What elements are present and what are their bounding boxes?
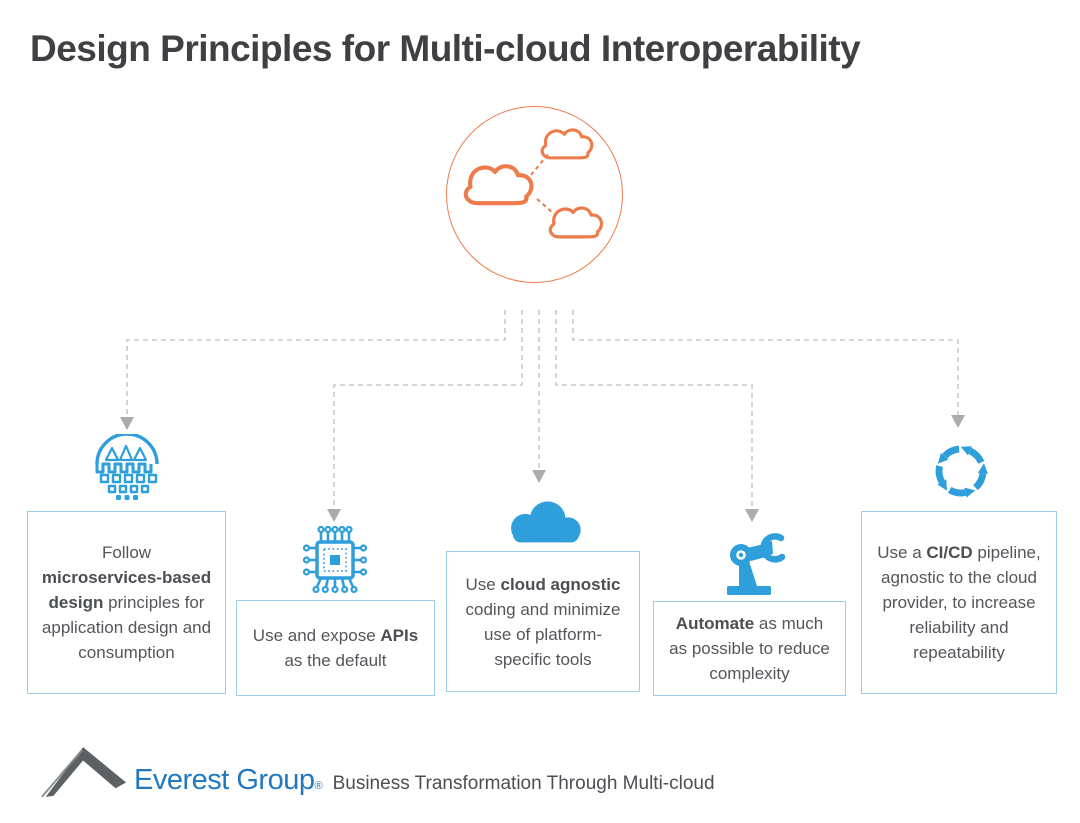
connector-branch-4 xyxy=(555,310,753,509)
automation-robot-arm-icon xyxy=(715,528,786,601)
principle-text: Use a CI/CD pipeline, agnostic to the cl… xyxy=(877,543,1041,662)
footer: Everest Group® Business Transformation T… xyxy=(40,733,715,798)
principle-card-apis: Use and expose APIs as the default xyxy=(236,600,435,696)
arrow-down-icon xyxy=(951,415,965,428)
multi-cloud-hub xyxy=(446,106,623,283)
microservices-globe-icon xyxy=(89,432,165,507)
principle-text: Follow microservices-based design princi… xyxy=(41,543,212,662)
principle-text: Use and expose APIs as the default xyxy=(252,626,419,670)
api-chip-icon xyxy=(302,524,368,599)
cicd-cycle-icon xyxy=(927,438,995,509)
connector-branch-1 xyxy=(126,310,506,417)
registered-mark: ® xyxy=(314,780,323,792)
connector-branch-5 xyxy=(572,310,959,415)
arrow-down-icon xyxy=(532,470,546,483)
principle-text: Use cloud agnostic coding and minimize u… xyxy=(465,574,621,669)
everest-group-logo xyxy=(41,747,127,798)
connector-branch-2 xyxy=(333,310,523,509)
arrow-down-icon xyxy=(745,509,759,522)
multi-cloud-network-icon xyxy=(447,128,604,239)
cloud-icon xyxy=(500,496,590,551)
page-title: Design Principles for Multi-cloud Intero… xyxy=(30,28,861,69)
principle-card-cloud-agnostic: Use cloud agnostic coding and minimize u… xyxy=(446,551,640,692)
footer-tagline: Business Transformation Through Multi-cl… xyxy=(332,773,715,794)
principle-card-microservices: Follow microservices-based design princi… xyxy=(27,511,226,694)
arrow-down-icon xyxy=(327,509,341,522)
principle-card-automate: Automate as much as possible to reduce c… xyxy=(653,601,846,696)
principle-text: Automate as much as possible to reduce c… xyxy=(669,614,830,683)
brand-name: Everest Group xyxy=(134,764,315,796)
arrow-down-icon xyxy=(120,417,134,430)
principle-card-cicd: Use a CI/CD pipeline, agnostic to the cl… xyxy=(861,511,1057,694)
